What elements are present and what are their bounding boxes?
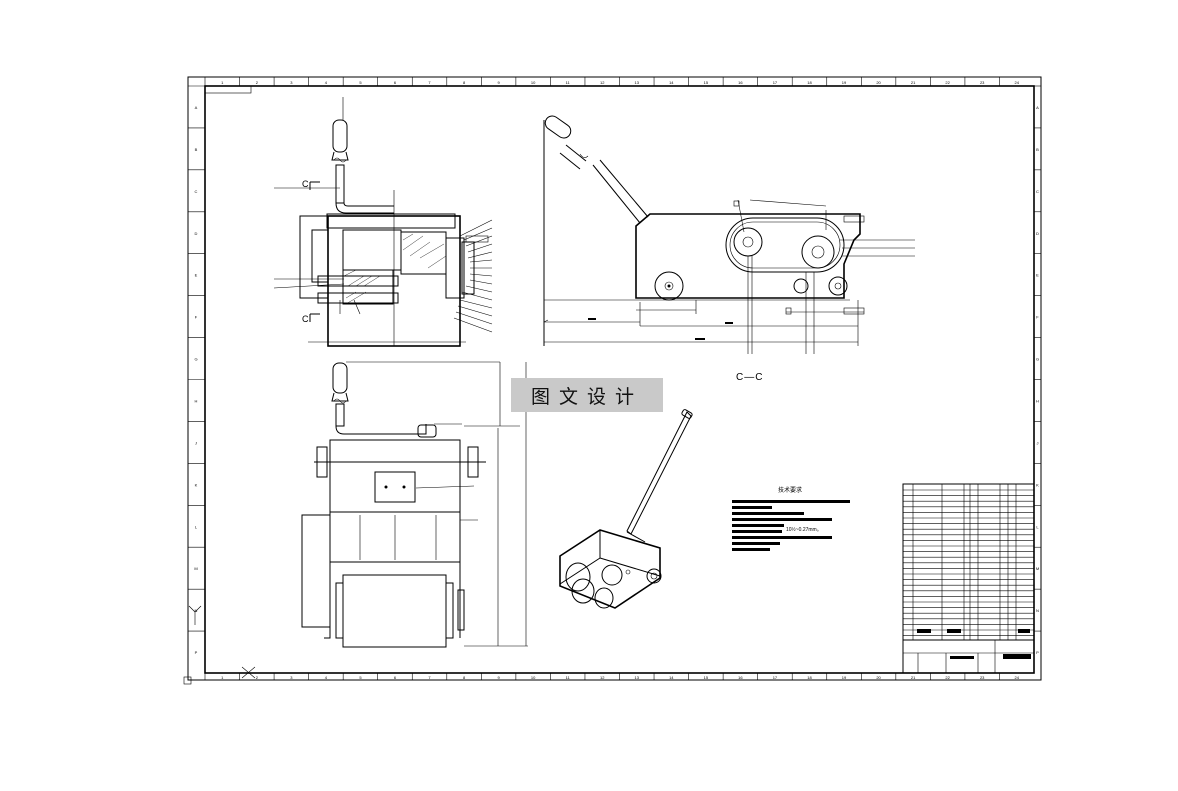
watermark-banner: 图文设计: [511, 378, 663, 412]
zone-label-bottom: 2: [256, 675, 259, 680]
svg-text:C: C: [302, 314, 309, 324]
origin-square: [183, 676, 192, 685]
zone-label-top: 6: [394, 80, 397, 85]
parts-list-table: [902, 483, 1035, 674]
zone-label-left: J: [195, 440, 197, 445]
zone-label-bottom: 20: [876, 675, 881, 680]
outer-frame: [187, 76, 1042, 681]
zone-label-left: D: [195, 231, 198, 236]
zone-label-top: 18: [807, 80, 812, 85]
zone-label-top: 13: [635, 80, 640, 85]
zone-label-right: L: [1036, 524, 1039, 529]
zone-label-bottom: 11: [566, 675, 571, 680]
zone-label-bottom: 23: [980, 675, 985, 680]
side-section-view: [543, 115, 915, 354]
zone-label-left: M: [194, 566, 197, 571]
zone-label-top: 5: [359, 80, 362, 85]
watermark-text: 图文设计: [530, 385, 643, 408]
tech-requirements-title: 技术要求: [777, 488, 802, 494]
zone-label-right: P: [1036, 650, 1039, 655]
zone-label-top: 2: [256, 80, 259, 85]
zone-label-bottom: 7: [428, 675, 431, 680]
zone-label-bottom: 4: [325, 675, 328, 680]
zone-label-bottom: 21: [911, 675, 916, 680]
zone-label-top: 21: [911, 80, 916, 85]
zone-label-top: 20: [876, 80, 881, 85]
zone-label-bottom: 10: [531, 675, 536, 680]
zone-label-top: 16: [738, 80, 743, 85]
zone-label-right: E: [1036, 273, 1039, 278]
zone-label-top: 8: [463, 80, 466, 85]
svg-text:C: C: [302, 179, 309, 189]
zone-label-top: 9: [497, 80, 500, 85]
section-view-label: C—C: [736, 372, 764, 383]
zone-label-top: 12: [600, 80, 605, 85]
zone-label-top: 15: [704, 80, 709, 85]
zone-label-bottom: 16: [738, 675, 743, 680]
zone-label-left: C: [195, 189, 198, 194]
zone-label-bottom: 22: [945, 675, 950, 680]
zone-label-top: 19: [842, 80, 847, 85]
zone-label-top: 7: [428, 80, 431, 85]
zone-label-top: 3: [290, 80, 293, 85]
zone-label-right: C: [1036, 189, 1039, 194]
zone-label-bottom: 17: [773, 675, 778, 680]
zone-label-bottom: 14: [669, 675, 674, 680]
tech-requirement-value: 10½~0.27mm。: [786, 526, 822, 533]
zone-label-top: 1: [221, 80, 224, 85]
zone-label-left: F: [195, 315, 198, 320]
front-section-view: C C: [273, 97, 493, 347]
isometric-view: [559, 380, 693, 609]
zone-label-bottom: 3: [290, 675, 293, 680]
zone-label-right: B: [1036, 147, 1039, 152]
zone-label-left: B: [195, 147, 198, 152]
zone-label-top: 22: [945, 80, 950, 85]
coordinate-x-icon: [241, 666, 256, 679]
zone-label-bottom: 15: [704, 675, 709, 680]
zone-label-right: G: [1036, 357, 1039, 362]
zone-label-bottom: 18: [807, 675, 812, 680]
technical-requirements-block: [732, 500, 850, 551]
zone-label-right: J: [1037, 440, 1039, 445]
zone-label-left: K: [195, 482, 198, 487]
zone-label-bottom: 24: [1015, 675, 1020, 680]
zone-label-bottom: 13: [635, 675, 640, 680]
zone-label-bottom: 19: [842, 675, 847, 680]
zone-label-top: 10: [531, 80, 536, 85]
zone-label-bottom: 8: [463, 675, 466, 680]
top-plan-view: [301, 361, 528, 648]
zone-label-bottom: 6: [394, 675, 397, 680]
zone-label-right: D: [1036, 231, 1039, 236]
zone-label-bottom: 5: [359, 675, 362, 680]
zone-label-right: A: [1036, 105, 1039, 110]
zone-label-left: H: [195, 398, 198, 403]
zone-ticks-right: A B C D E F G H J K L M N P: [1034, 85, 1041, 655]
zone-label-right: M: [1036, 566, 1039, 571]
zone-label-top: 23: [980, 80, 985, 85]
zone-label-top: 11: [566, 80, 571, 85]
corner-tag-box: [204, 85, 252, 94]
zone-label-left: E: [195, 273, 198, 278]
zone-label-left: P: [195, 650, 198, 655]
zone-label-bottom: 1: [221, 675, 224, 680]
zone-label-top: 24: [1015, 80, 1020, 85]
zone-label-right: F: [1036, 315, 1039, 320]
zone-label-bottom: 9: [497, 675, 500, 680]
zone-label-top: 17: [773, 80, 778, 85]
zone-label-left: G: [194, 357, 197, 362]
zone-label-bottom: 12: [600, 675, 605, 680]
zone-label-left: L: [195, 524, 198, 529]
zone-label-right: H: [1036, 398, 1039, 403]
coordinate-y-icon: [188, 605, 202, 625]
zone-label-right: N: [1036, 608, 1039, 613]
zone-label-left: A: [195, 105, 198, 110]
zone-label-right: K: [1036, 482, 1039, 487]
zone-label-top: 4: [325, 80, 328, 85]
zone-label-top: 14: [669, 80, 674, 85]
